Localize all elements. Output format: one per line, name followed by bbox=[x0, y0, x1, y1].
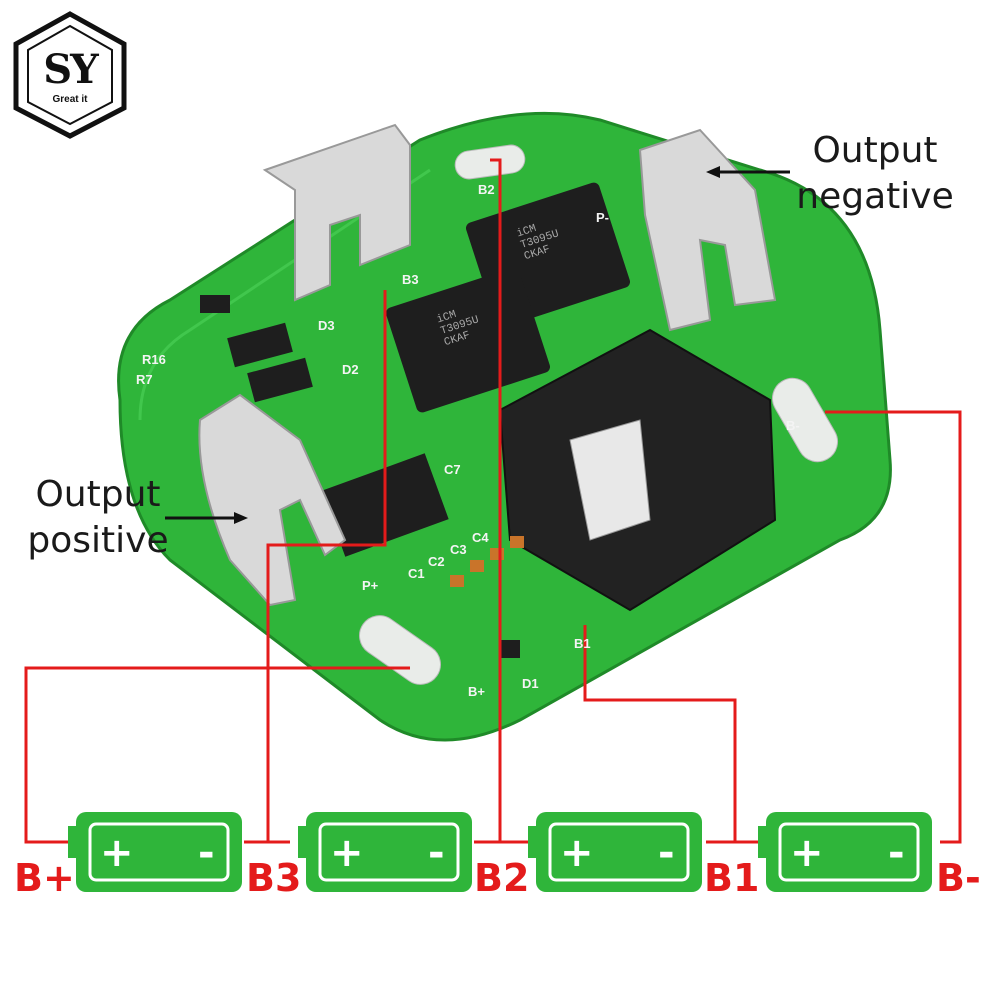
mosfet-2 bbox=[385, 267, 551, 413]
silk-c2: C2 bbox=[428, 554, 445, 569]
callout-positive-line2: positive bbox=[27, 520, 169, 561]
wire-b-plus bbox=[24, 666, 410, 844]
wire-b1 bbox=[583, 625, 760, 844]
silk-b-plus: B+ bbox=[468, 684, 485, 699]
cell-1-negative: - bbox=[198, 830, 215, 876]
silk-r16: R16 bbox=[142, 352, 166, 367]
silk-p-plus: P+ bbox=[362, 578, 379, 593]
silk-r7: R7 bbox=[136, 372, 153, 387]
silk-p-minus: P- bbox=[596, 210, 609, 225]
silk-c3: C3 bbox=[450, 542, 467, 557]
callout-arrow-positive bbox=[165, 512, 248, 524]
battery-cell-1 bbox=[68, 812, 242, 892]
wire-b2 bbox=[490, 158, 528, 844]
callout-output-positive: Output positive bbox=[8, 472, 188, 564]
battery-cell-3 bbox=[528, 812, 702, 892]
cell-3-positive: + bbox=[560, 830, 594, 876]
battery-cell-4 bbox=[758, 812, 932, 892]
callout-positive-line1: Output bbox=[35, 474, 161, 515]
wire-b3 bbox=[266, 290, 387, 844]
terminal-label-b3: B3 bbox=[246, 856, 302, 900]
silk-b3: B3 bbox=[402, 272, 419, 287]
callout-negative-line2: negative bbox=[796, 176, 954, 217]
battery-cell-2 bbox=[298, 812, 472, 892]
cell-2-negative: - bbox=[428, 830, 445, 876]
callout-negative-line1: Output bbox=[812, 130, 938, 171]
callout-output-negative: Output negative bbox=[770, 128, 980, 220]
wiring bbox=[24, 158, 962, 844]
silk-b-minus: B- bbox=[786, 418, 800, 433]
pcb-slots bbox=[359, 144, 838, 685]
cell-3-negative: - bbox=[658, 830, 675, 876]
cell-4-positive: + bbox=[790, 830, 824, 876]
silk-d2: D2 bbox=[342, 362, 359, 377]
brand-logo: SY Great it bbox=[14, 12, 126, 136]
cell-2-positive: + bbox=[330, 830, 364, 876]
smd-components bbox=[200, 295, 524, 658]
terminal-label-b-minus: B- bbox=[936, 856, 981, 900]
cell-4-negative: - bbox=[888, 830, 905, 876]
terminal-output-negative bbox=[638, 128, 777, 332]
logo-tagline: Great it bbox=[52, 94, 88, 105]
silk-c4: C4 bbox=[472, 530, 489, 545]
logo-mark: SY bbox=[43, 46, 98, 93]
silk-b2: B2 bbox=[478, 182, 495, 197]
terminal-top-left bbox=[262, 123, 411, 302]
terminal-label-b2: B2 bbox=[474, 856, 530, 900]
cell-symbols: + - + - + - + - bbox=[100, 830, 905, 876]
silk-d3: D3 bbox=[318, 318, 335, 333]
cell-1-positive: + bbox=[100, 830, 134, 876]
silk-d1: D1 bbox=[522, 676, 539, 691]
connector-housing bbox=[498, 328, 777, 612]
terminal-label-b1: B1 bbox=[704, 856, 760, 900]
terminal-label-b-plus: B+ bbox=[14, 856, 75, 900]
silk-b1: B1 bbox=[574, 636, 591, 651]
silk-c1: C1 bbox=[408, 566, 425, 581]
callout-arrow-negative bbox=[706, 166, 790, 178]
logo-cube bbox=[13, 11, 127, 139]
terminal-output-positive bbox=[198, 393, 347, 607]
wire-b-minus bbox=[825, 410, 962, 844]
silk-c7: C7 bbox=[444, 462, 461, 477]
